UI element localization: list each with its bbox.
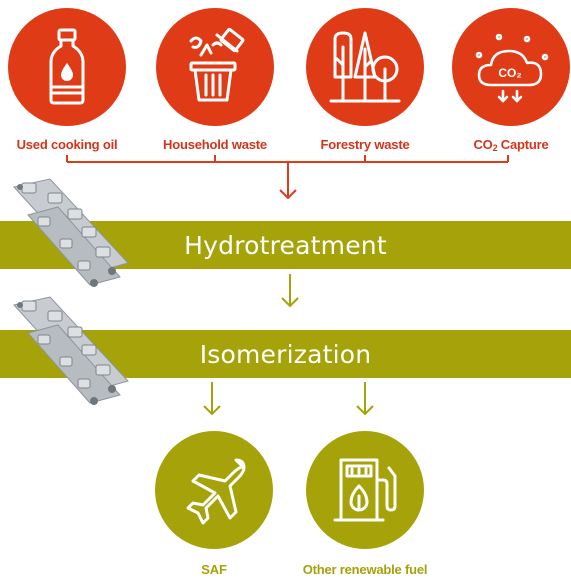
feedstock-household-waste [156,8,274,126]
feedstock-label: Household waste [163,137,267,152]
feedstock-merge-connector [66,155,509,200]
feedstock-label: Forestry waste [320,137,410,152]
reactor-illustration [13,296,129,405]
oil-bottle-icon [49,28,85,105]
reactor-illustration [13,178,129,287]
fuel-pump-icon [333,458,397,522]
co2-cloud-icon: CO₂ [475,33,549,103]
process-label: Hydrotreatment [184,230,387,260]
process-label: Isomerization [199,339,372,369]
trees-icon [329,31,401,103]
saf-arrow [203,382,221,416]
feedstock-used-cooking-oil [8,8,126,126]
product-label: Other renewable fuel [302,562,428,577]
feedstock-co2-capture: CO₂ [452,8,570,126]
trash-bin-icon [189,27,245,102]
product-other-renewable-fuel [306,431,424,549]
product-saf [155,431,273,549]
process-arrow [281,274,299,308]
airplane-icon [186,458,246,525]
renewable-fuel-arrow [356,382,374,416]
co2-text: CO₂ [498,66,521,80]
feedstock-label: CO2 Capture [473,137,549,153]
feedstock-forestry-waste [306,8,424,126]
feedstock-label: Used cooking oil [16,137,118,152]
product-label: SAF [201,562,227,577]
